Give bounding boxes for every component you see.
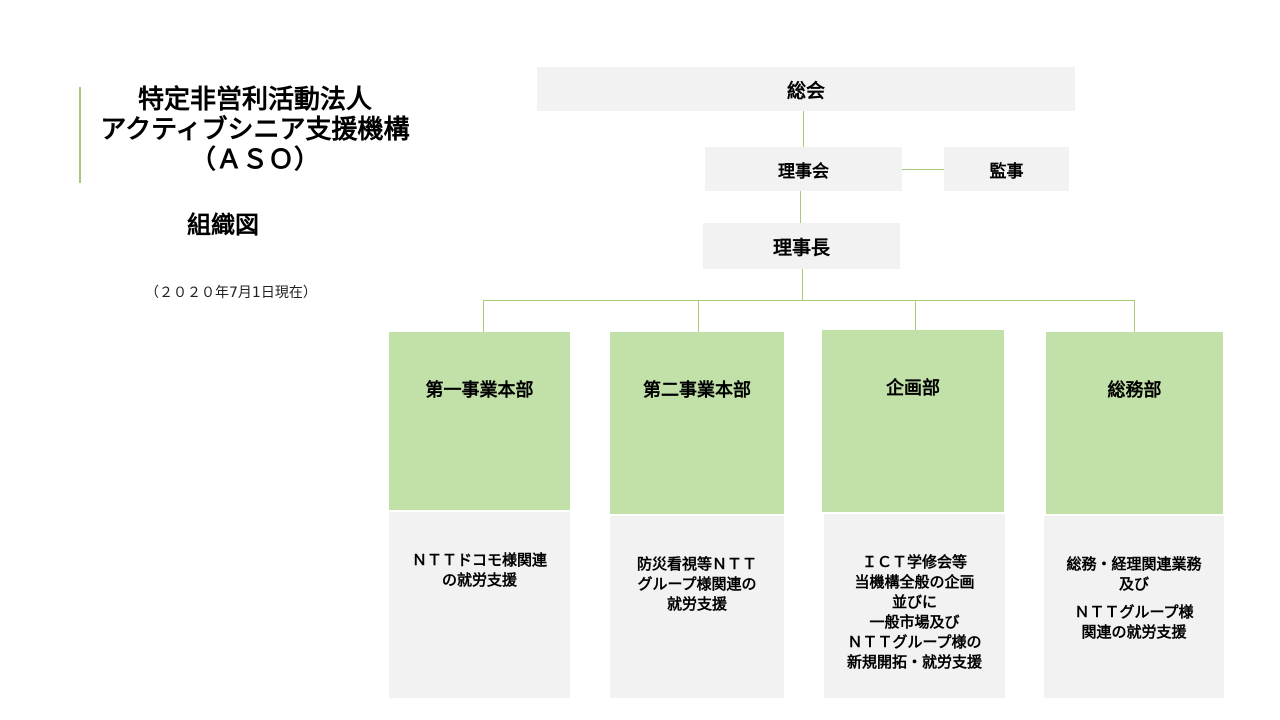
board-of-directors-box: 理事会 xyxy=(705,147,902,191)
connector-dept-1 xyxy=(483,300,484,332)
title-accent-bar xyxy=(79,87,81,183)
department-3-desc-line: 当機構全般の企画 xyxy=(854,573,975,591)
department-3-desc-line: 新規開拓・就労支援 xyxy=(846,653,982,671)
chart-title: 組織図 xyxy=(187,211,259,239)
auditor-box: 監事 xyxy=(944,147,1069,191)
as-of-date: （２０２０年7月1日現在） xyxy=(145,285,317,301)
department-3-desc-line: ＮＴＴグループ様の xyxy=(847,633,982,651)
department-2-desc-line: 防災看視等ＮＴＴ xyxy=(636,555,757,573)
connector-top-board xyxy=(803,111,804,147)
department-3-desc-line: 並びに xyxy=(891,593,937,611)
department-1-desc-line: の就労支援 xyxy=(441,571,517,589)
department-2-header: 第二事業本部 xyxy=(610,332,784,514)
department-4-desc-line: 及び xyxy=(1118,575,1149,593)
department-3-description: ＩＣＴ学修会等 当機構全般の企画 並びに 一般市場及び ＮＴＴグループ様の 新規… xyxy=(824,514,1005,698)
department-1-description: ＮＴＴドコモ様関連 の就労支援 xyxy=(389,512,570,698)
org-name-line-2: アクティブシニア支援機構 xyxy=(100,115,410,145)
department-4-desc-line: 総務・経理関連業務 xyxy=(1066,555,1202,573)
department-3-header: 企画部 xyxy=(822,330,1004,512)
connector-dept-3 xyxy=(915,300,916,330)
department-4-description: 総務・経理関連業務 及び ＮＴＴグループ様 関連の就労支援 xyxy=(1044,516,1224,698)
connector-bus xyxy=(483,300,1135,301)
department-1-header: 第一事業本部 xyxy=(389,332,570,510)
connector-board-chair xyxy=(800,191,801,223)
connector-dept-2 xyxy=(698,300,699,332)
department-2-desc-line: 就労支援 xyxy=(666,595,727,613)
department-1-desc-line: ＮＴＴドコモ様関連 xyxy=(411,551,547,569)
department-3-desc-line: 一般市場及び xyxy=(869,613,960,631)
department-2-desc-line: グループ様関連の xyxy=(637,575,757,593)
org-name-line-3: （ＡＳＯ） xyxy=(189,145,320,175)
connector-chair-bus xyxy=(802,269,803,300)
connector-board-auditor xyxy=(902,169,944,170)
department-3-desc-line: ＩＣＴ学修会等 xyxy=(861,553,967,571)
chairperson-box: 理事長 xyxy=(703,223,900,269)
department-4-header: 総務部 xyxy=(1046,332,1223,514)
general-assembly-box: 総会 xyxy=(537,67,1075,111)
department-4-desc-line: 関連の就労支援 xyxy=(1081,623,1187,641)
department-2-description: 防災看視等ＮＴＴ グループ様関連の 就労支援 xyxy=(610,516,784,698)
organization-name: 特定非営利活動法人 アクティブシニア支援機構 （ＡＳＯ） xyxy=(90,85,420,175)
connector-dept-4 xyxy=(1134,300,1135,332)
department-4-desc-line: ＮＴＴグループ様 xyxy=(1074,603,1194,621)
org-name-line-1: 特定非営利活動法人 xyxy=(137,85,372,115)
